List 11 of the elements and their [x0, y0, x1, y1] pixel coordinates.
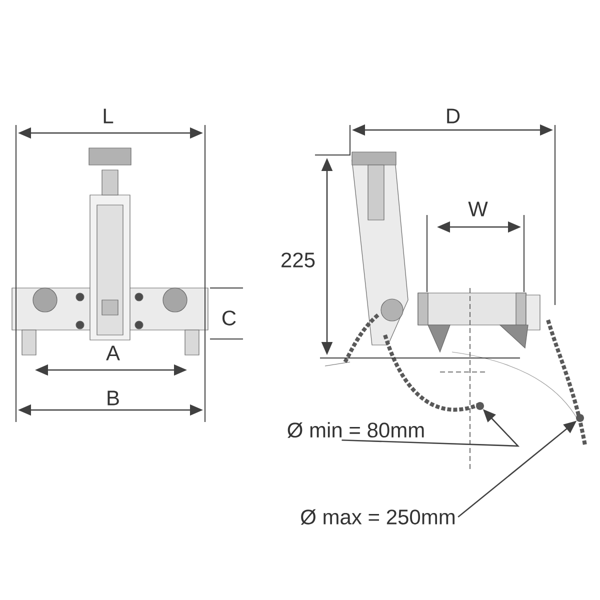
dimension-label: D: [447, 108, 460, 124]
dimension-label: A: [106, 346, 120, 360]
leader-text: Ø max = 250mm: [300, 509, 454, 525]
dimension-label: L: [104, 108, 114, 124]
dimension-label: B: [108, 390, 119, 406]
dimension-label: C: [222, 310, 236, 326]
chain-link: [576, 414, 584, 422]
leader-text: Ø min = 80mm: [288, 422, 424, 438]
chain-link: [476, 402, 484, 410]
dimension-label: W: [468, 202, 488, 216]
dimension-label: 225: [282, 252, 315, 268]
